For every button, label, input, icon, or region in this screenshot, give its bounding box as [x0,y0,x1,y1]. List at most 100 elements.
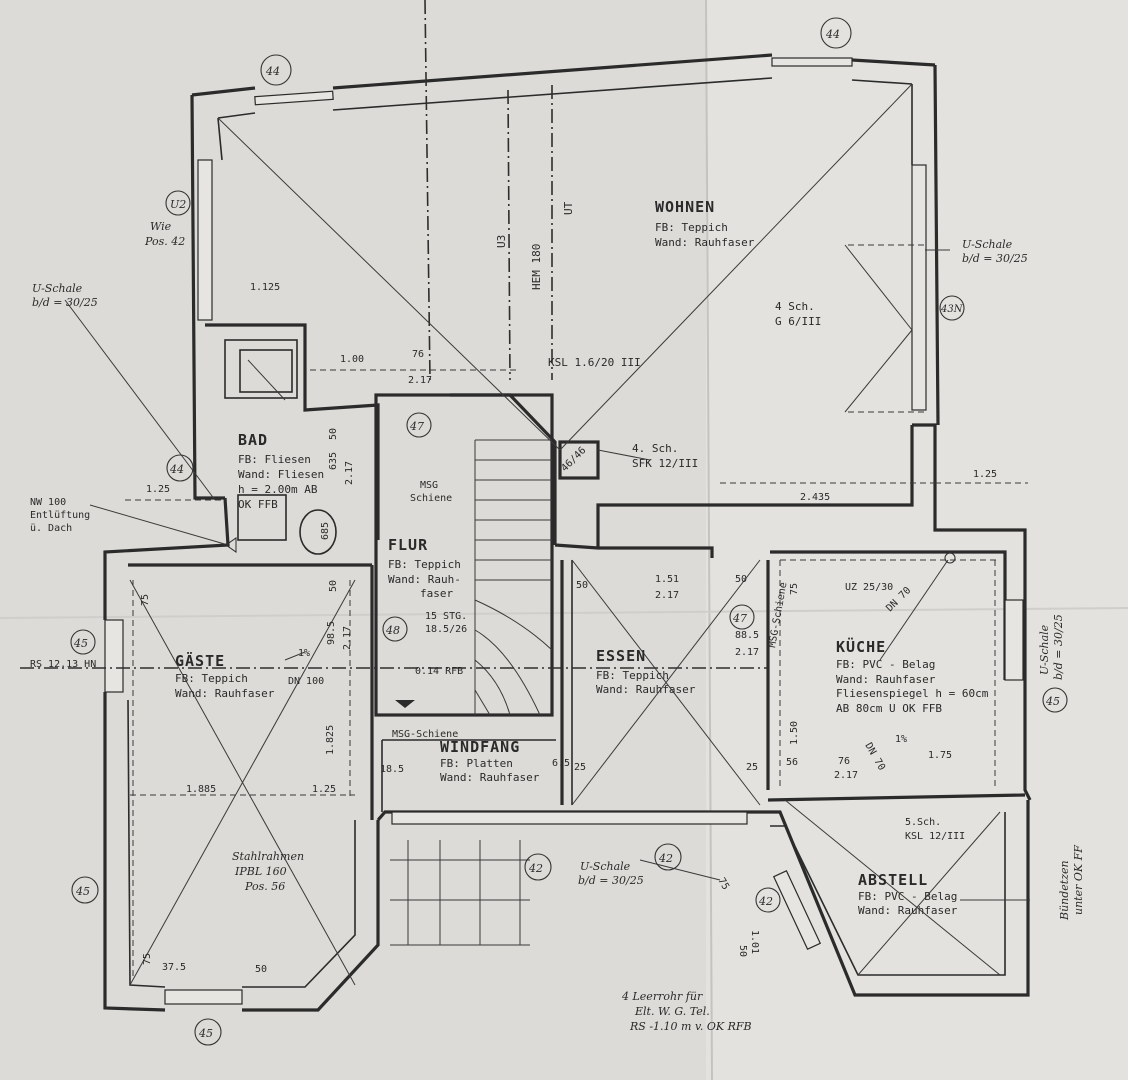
dim-75b: 75 [789,583,800,595]
svg-text:42: 42 [658,852,673,865]
room-gaeste-name: GÄSTE [175,651,225,670]
marker-47a: 47 [406,412,432,438]
construction-lines [20,0,1028,980]
leader-sch4 [597,449,651,461]
paper-fold-horizontal [0,607,1128,619]
room-essen-name: ESSEN [596,647,646,665]
dim-50e: 50 [255,964,267,975]
room-bad-floor: FB: Fliesen [238,453,311,466]
room-gaeste-floor: FB: Teppich [175,672,248,685]
marker-45c: 45 [1042,687,1068,713]
dim-217e: 2.17 [735,647,759,658]
dim-885: 88.5 [735,630,759,641]
room-essen-wall: Wand: Rauhfaser [596,683,696,696]
label-wie-2: Pos. 42 [144,235,185,248]
label-msg2: Schiene [410,493,452,504]
label-uschale-right-2: b/d = 30/25 [962,252,1028,265]
marker-48: 48 [382,616,408,642]
label-dn100: DN 100 [288,676,324,687]
room-essen-floor: FB: Teppich [596,669,669,682]
wall-top-right-inner [851,79,913,85]
label-leerrohr-1: 4 Leerrohr für [621,990,703,1003]
dim-50a: 50 [328,428,339,440]
label-ksl-abstell: KSL 12/III [905,831,965,842]
wall-top-left [191,86,256,97]
label-sfk: SFK 12/III [632,457,698,470]
label-uschale-kueche-1: U-Schale [1038,624,1051,675]
dim-50b: 50 [328,580,339,592]
toilet [299,509,337,555]
wall-right-step [912,423,1032,801]
label-sch4-g: 4 Sch. [775,300,815,313]
svg-text:45: 45 [198,1027,213,1040]
label-rs: RS 12.13 HN [30,659,96,670]
marker-43n: 43N [939,295,965,321]
dim-1125: 1.125 [250,282,280,293]
dim-685: 685 [320,522,331,540]
room-bad-wall: Wand: Fliesen [238,468,324,481]
wall-wohnen-bottom [596,425,914,548]
diag-gaeste-2 [129,579,356,986]
window-right-wohnen [911,164,927,411]
label-bund-1: Bündetzen [1058,860,1071,921]
dim-25b: 25 [746,762,758,773]
marker-42b: 42 [654,843,682,871]
drain-marker-kueche [944,552,956,564]
label-nw1: NW 100 [30,497,66,508]
svg-text:U2: U2 [170,198,186,211]
label-uschale-right-1: U-Schale [962,238,1013,251]
dim-125c: 1.25 [973,469,997,480]
room-flur-wall2: faser [420,587,453,600]
room-kueche-floor: FB: PVC - Belag [836,658,935,671]
diag-abstell-1 [784,799,1001,976]
wall-left-upper-inner-a [217,117,223,161]
paper-left-half [0,0,706,1080]
dimension-labels: 1.125 1.00 76 2.17 50 635 2.17 685 1.25 … [140,282,997,975]
marker-45b: 45 [71,876,99,904]
window-kueche-right [1004,599,1024,681]
annotations: U3 HEM 180 UT KSL 1.6/20 III 4. Sch. SFK… [30,201,1085,1033]
dim-pct2: 1% [895,734,907,745]
dim-1885: 1.885 [186,784,216,795]
leader-uschale-left [64,299,216,501]
label-rfb: 0.14 RFB [415,666,463,677]
marker-44b: 44 [820,17,852,49]
entrance-tile-grid [390,840,530,946]
dim-635: 635 [328,452,339,470]
wall-flur-essen [554,543,714,558]
room-kueche-extra2: AB 80cm U OK FFB [836,702,942,715]
wall-gaeste-bottom-inner [242,820,356,988]
label-uschale-kueche-2: b/d = 30/25 [1052,614,1065,680]
room-abstell-floor: FB: PVC - Belag [858,890,957,903]
label-leerrohr-3: RS -1.10 m v. OK RFB [629,1020,752,1033]
label-nw3: ü. Dach [30,523,72,534]
marker-44c: 44 [166,454,194,482]
svg-text:45: 45 [1045,695,1060,708]
leader-uschale-bot [639,859,721,881]
svg-text:44: 44 [265,65,280,78]
stair-winders [474,599,553,716]
dim-56: 56 [786,757,798,768]
diag-window-2 [844,329,913,413]
dim-50f: 50 [737,945,748,957]
room-wohnen-floor: FB: Teppich [655,221,728,234]
room-bad-extra1: h = 2.00m AB [238,483,318,496]
interior-walls [128,323,1026,820]
dim-985: 98.5 [326,621,337,645]
label-leerrohr-2: Elt. W. G. Tel. [634,1005,710,1018]
dim-150: 1.50 [789,721,800,745]
wall-gaeste-top [103,497,230,620]
diag-essen-2 [571,559,761,806]
ceiling-diagonals [64,83,1030,986]
wall-gaeste-left [103,692,166,1012]
wall-gaeste-bottom [242,820,380,1012]
svg-text:48: 48 [385,624,400,637]
wall-top-right [851,58,936,67]
room-flur-name: FLUR [388,536,428,554]
svg-text:45: 45 [75,885,90,898]
label-uschale-bot-1: U-Schale [580,860,631,873]
axis-line-1 [424,0,431,381]
dim-2435: 2.435 [800,492,830,503]
paper-fold [705,0,713,1080]
